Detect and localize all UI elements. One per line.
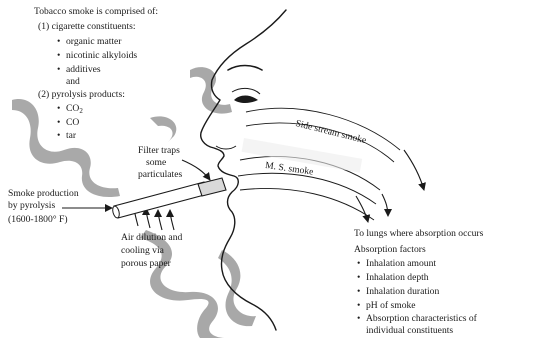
pyrolysis-item-tar: tar bbox=[66, 130, 76, 142]
filter-label-line: particulates bbox=[138, 169, 182, 181]
smoke-wisp-mid bbox=[150, 116, 176, 142]
nostril bbox=[216, 146, 236, 149]
pyrolysis-item-base: CO bbox=[66, 117, 79, 128]
group2-label: (2) pyrolysis products: bbox=[38, 89, 125, 101]
smoke-wisp-right bbox=[218, 250, 256, 326]
lungs-arrow bbox=[356, 196, 368, 222]
eye bbox=[234, 96, 258, 104]
eyelid bbox=[232, 88, 260, 94]
filter-arrow bbox=[182, 160, 210, 180]
lower-outer-band bbox=[240, 188, 374, 220]
group1-item: organic matter bbox=[66, 36, 122, 48]
and-word: and bbox=[66, 76, 80, 88]
smoke-production-label-line: Smoke production bbox=[8, 188, 79, 200]
absorption-item-continuation: individual constituents bbox=[366, 325, 453, 337]
air-arrow-4 bbox=[170, 210, 174, 230]
absorption-item: Absorption characteristics of bbox=[366, 313, 477, 325]
pyrolysis-item-co2: CO2 bbox=[66, 103, 83, 117]
group1-item: nicotinic alkyloids bbox=[66, 50, 137, 62]
smoke-production-label-line: by pyrolysis bbox=[8, 200, 55, 212]
group1-label: (1) cigarette constituents: bbox=[38, 21, 136, 33]
absorption-item: Inhalation amount bbox=[366, 258, 436, 270]
lungs-label: To lungs where absorption occurs bbox=[354, 228, 483, 240]
eyebrow bbox=[228, 66, 262, 71]
cigarette bbox=[112, 178, 226, 219]
pyrolysis-item-subscript: 2 bbox=[79, 107, 83, 115]
ms-arrow bbox=[382, 194, 388, 216]
filter-label-line: some bbox=[146, 157, 166, 169]
cigarette-body bbox=[114, 182, 208, 218]
composition-title: Tobacco smoke is comprised of: bbox=[34, 6, 158, 18]
smoke-wisp-upper bbox=[190, 67, 232, 113]
cigarette-filter bbox=[198, 178, 226, 196]
group1-item: additives bbox=[66, 64, 101, 76]
smoke-production-label-line: (1600-1800° F) bbox=[8, 214, 68, 226]
absorption-item: Inhalation duration bbox=[366, 286, 439, 298]
pyrolysis-item-base: tar bbox=[66, 130, 76, 141]
side-stream-arrow bbox=[404, 150, 424, 190]
air-dilution-label-line: porous paper bbox=[121, 258, 171, 270]
absorption-item: Inhalation depth bbox=[366, 272, 429, 284]
air-arrow-3 bbox=[158, 210, 162, 230]
pyrolysis-item-base: CO bbox=[66, 103, 79, 114]
absorption-title: Absorption factors bbox=[354, 244, 426, 256]
absorption-item: pH of smoke bbox=[366, 300, 416, 312]
filter-label-line: Filter traps bbox=[138, 145, 180, 157]
pyrolysis-item-co: CO bbox=[66, 117, 79, 129]
air-arrow-2 bbox=[146, 208, 150, 228]
air-dilution-label-line: Air dilution and bbox=[121, 232, 182, 244]
air-dilution-label-line: cooling via bbox=[121, 245, 164, 257]
